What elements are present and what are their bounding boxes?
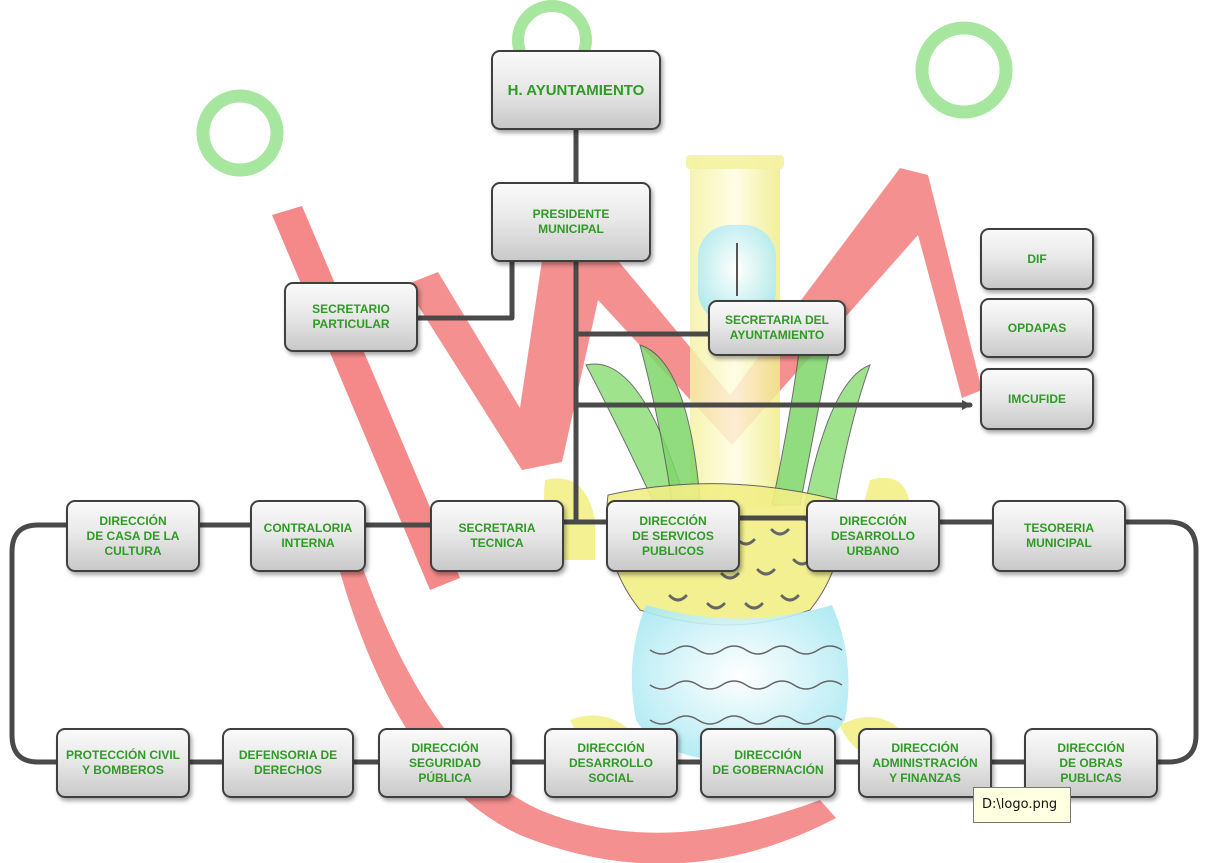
node-dif-label: DIF: [1027, 251, 1047, 266]
node-imcufide: IMCUFIDE: [980, 368, 1094, 430]
node-secretaria-ayuntamiento-label: SECRETARIA DEL AYUNTAMIENTO: [724, 313, 829, 342]
node-h-ayuntamiento: H. AYUNTAMIENTO: [491, 50, 661, 130]
node-defensoria-derechos: DEFENSORIA DE DERECHOS: [222, 728, 354, 798]
node-direccion-desarrollo-social: DIRECCIÓN DESARROLLO SOCIAL: [544, 728, 678, 798]
yellow-column-top: [686, 155, 784, 169]
node-presidente-municipal: PRESIDENTE MUNICIPAL: [491, 182, 651, 262]
node-secretaria-ayuntamiento: SECRETARIA DEL AYUNTAMIENTO: [708, 300, 846, 356]
node-opdapas: OPDAPAS: [980, 298, 1094, 358]
node-imcufide-label: IMCUFIDE: [1008, 391, 1066, 406]
node-direccion-seguridad-publica: DIRECCIÓN SEGURIDAD PÚBLICA: [378, 728, 512, 798]
node-opdapas-label: OPDAPAS: [1007, 320, 1067, 335]
node-tesoreria-municipal: TESORERIA MUNICIPAL: [992, 500, 1126, 572]
node-direccion-casa-cultura: DIRECCIÓN DE CASA DE LA CULTURA: [66, 500, 200, 572]
node-contraloria-interna-label: CONTRALORIA INTERNA: [263, 521, 353, 550]
line-loop-left: [9, 522, 69, 765]
node-direccion-desarrollo-urbano-label: DIRECCIÓN DESARROLLO URBANO: [831, 513, 915, 558]
line-secretario-particular: [415, 259, 515, 321]
node-direccion-desarrollo-social-label: DIRECCIÓN DESARROLLO SOCIAL: [569, 740, 653, 785]
node-secretario-particular: SECRETARIO PARTICULAR: [284, 282, 418, 352]
node-proteccion-civil-label: PROTECCIÓN CIVIL Y BOMBEROS: [65, 748, 180, 777]
node-contraloria-interna: CONTRALORIA INTERNA: [250, 500, 366, 572]
node-direccion-seguridad-publica-label: DIRECCIÓN SEGURIDAD PÚBLICA: [408, 740, 481, 785]
node-direccion-administracion-finanzas-label: DIRECCIÓN ADMINISTRACIÓN Y FINANZAS: [872, 740, 978, 785]
vase-waves: [649, 645, 843, 725]
node-direccion-gobernacion: DIRECCIÓN DE GOBERNACIÓN: [700, 728, 836, 798]
node-direccion-administracion-finanzas: DIRECCIÓN ADMINISTRACIÓN Y FINANZAS: [858, 728, 992, 798]
node-secretaria-tecnica: SECRETARIA TECNICA: [430, 500, 564, 572]
node-direccion-gobernacion-label: DIRECCIÓN DE GOBERNACIÓN: [712, 748, 824, 777]
node-proteccion-civil: PROTECCIÓN CIVIL Y BOMBEROS: [56, 728, 190, 798]
node-direccion-desarrollo-urbano: DIRECCIÓN DESARROLLO URBANO: [806, 500, 940, 572]
node-direccion-servicos-publicos-label: DIRECCIÓN DE SERVICOS PUBLICOS: [632, 513, 714, 558]
green-ring-left: [196, 89, 284, 177]
node-direccion-obras-publicas: DIRECCIÓN DE OBRAS PUBLICAS: [1024, 728, 1158, 798]
node-presidente-municipal-label: PRESIDENTE MUNICIPAL: [532, 207, 610, 236]
node-direccion-obras-publicas-label: DIRECCIÓN DE OBRAS PUBLICAS: [1057, 740, 1125, 785]
green-ring-right: [915, 21, 1013, 119]
cyan-vase: [631, 605, 849, 762]
node-secretario-particular-label: SECRETARIO PARTICULAR: [312, 302, 390, 331]
node-tesoreria-municipal-label: TESORERIA MUNICIPAL: [1023, 521, 1094, 550]
node-dif: DIF: [980, 228, 1094, 290]
node-direccion-casa-cultura-label: DIRECCIÓN DE CASA DE LA CULTURA: [86, 513, 180, 558]
line-loop-right: [1123, 519, 1199, 765]
node-secretaria-tecnica-label: SECRETARIA TECNICA: [458, 521, 536, 550]
file-path-tooltip: D:\logo.png: [973, 787, 1071, 823]
node-h-ayuntamiento-label: H. AYUNTAMIENTO: [507, 81, 645, 99]
node-direccion-servicos-publicos: DIRECCIÓN DE SERVICOS PUBLICOS: [606, 500, 740, 572]
node-defensoria-derechos-label: DEFENSORIA DE DERECHOS: [238, 748, 338, 777]
